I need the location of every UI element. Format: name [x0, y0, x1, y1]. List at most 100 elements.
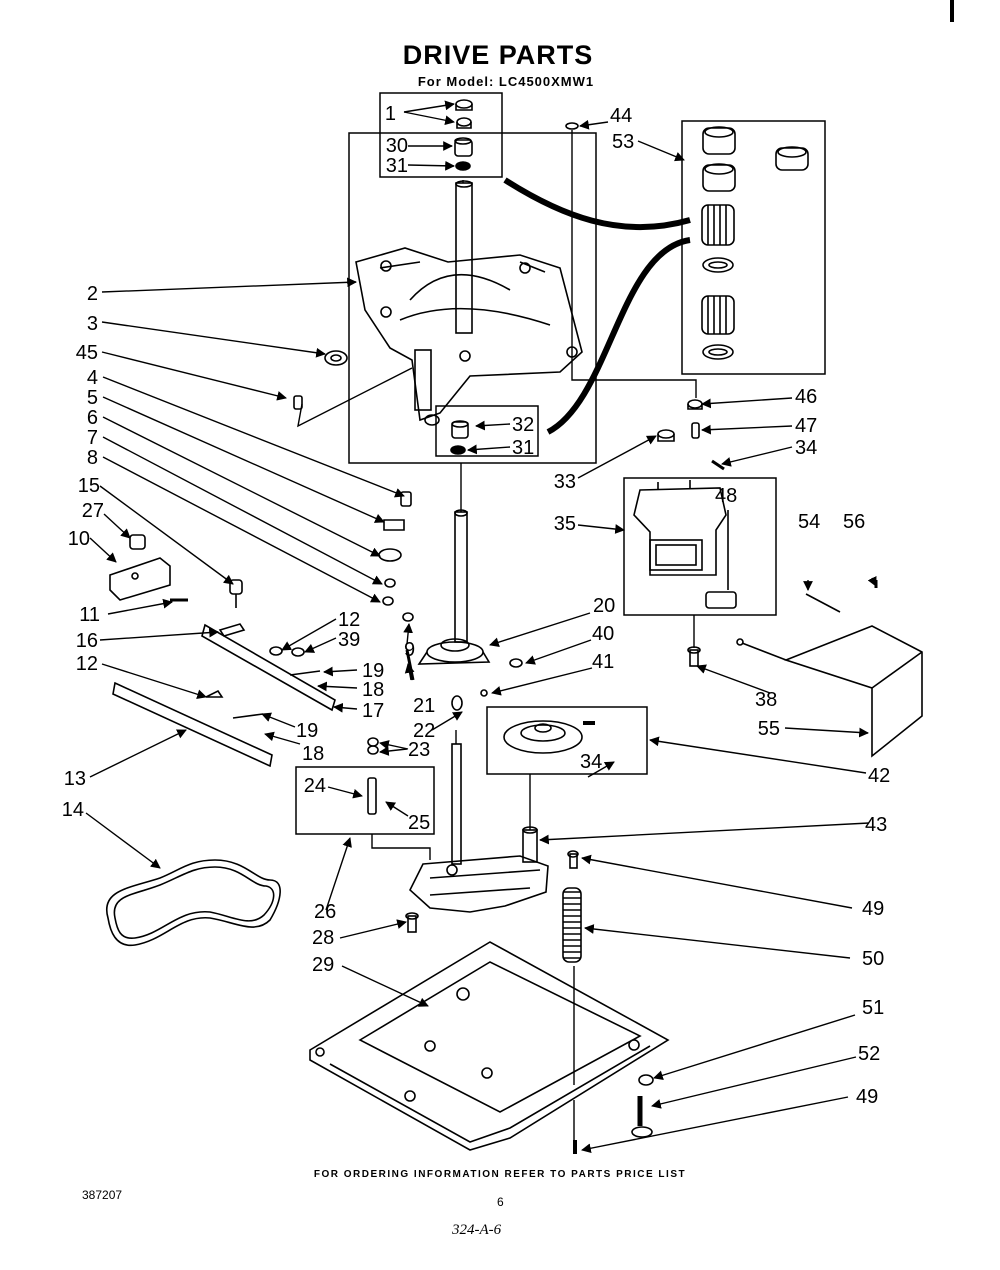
part-5	[383, 519, 405, 531]
label-part-15: 15	[78, 475, 100, 497]
pin-part-47	[691, 422, 700, 439]
part-12b	[205, 689, 224, 698]
label-part-24: 24	[304, 775, 326, 797]
label-part-41: 41	[592, 651, 614, 673]
agitator-shaft	[455, 180, 473, 334]
label-part-54: 54	[798, 511, 820, 533]
label-part-1: 1	[385, 103, 396, 125]
label-part-22: 22	[413, 720, 435, 742]
label-part-12: 12	[338, 609, 360, 631]
pin-part-45	[293, 395, 303, 410]
label-part-8: 8	[87, 447, 98, 469]
part-8	[382, 596, 394, 606]
coupling-part-46	[687, 399, 703, 410]
label-part-18b: 18	[302, 743, 324, 765]
washer-part-44	[565, 122, 579, 130]
part-12a	[269, 646, 283, 656]
pin-part-24-25	[367, 777, 377, 815]
label-part-49: 49	[862, 898, 884, 920]
switch-part-48	[705, 510, 737, 609]
belt-part-14	[105, 859, 281, 946]
label-part-32: 32	[512, 414, 534, 436]
model-subtitle: For Model: LC4500XMW1	[417, 74, 595, 89]
label-part-4: 4	[87, 367, 98, 389]
page-title: DRIVE PARTS	[402, 40, 594, 70]
part-19-18a	[289, 670, 321, 676]
label-part-46: 46	[795, 386, 817, 408]
label-part-38: 38	[755, 689, 777, 711]
label-part-19: 19	[362, 660, 384, 682]
label-part-51: 51	[862, 997, 884, 1019]
pump-motor-part-35	[633, 480, 727, 576]
label-part-27: 27	[82, 500, 104, 522]
label-part-7: 7	[87, 427, 98, 449]
label-part-21: 21	[413, 695, 435, 717]
bushing-part-32	[451, 420, 469, 439]
label-part-9: 9	[404, 639, 415, 661]
page-number: 6	[497, 1195, 504, 1209]
label-part-34b: 34	[580, 751, 602, 773]
box-pulley	[486, 706, 648, 775]
group-part-labels: 1 30 31 44 53 2 3 45 46 47 34 4 5 6 7 8 …	[62, 103, 891, 1108]
label-part-25: 25	[408, 812, 430, 834]
document-code: 387207	[82, 1188, 123, 1202]
washer-part-31b	[450, 445, 466, 455]
screw-part-34	[711, 459, 725, 471]
label-part-14: 14	[62, 799, 84, 821]
bearing-kit-part-53	[701, 126, 809, 360]
label-part-17: 17	[362, 700, 384, 722]
label-part-50: 50	[862, 948, 884, 970]
knob-part-27	[129, 534, 146, 550]
label-part-53: 53	[612, 131, 634, 153]
group-leaders	[85, 100, 877, 1154]
shield-part-55	[736, 593, 923, 758]
screw-part-38	[687, 646, 701, 667]
group-boxes	[295, 92, 826, 835]
label-part-6: 6	[87, 407, 98, 429]
label-part-5: 5	[87, 387, 98, 409]
part-7	[384, 578, 396, 588]
label-part-47: 47	[795, 415, 817, 437]
lower-shaft	[451, 743, 462, 865]
nut-part-40	[509, 658, 523, 668]
part-19-18b	[232, 713, 264, 719]
washer-part-41	[480, 689, 488, 697]
label-part-40: 40	[592, 623, 614, 645]
bolt-part-49-top	[567, 850, 579, 869]
group-connectors	[297, 130, 697, 1140]
handwritten-note: 324-A-6	[452, 1222, 502, 1238]
label-part-44: 44	[610, 105, 632, 127]
label-part-2: 2	[87, 283, 98, 305]
base-part-29	[309, 941, 670, 1151]
part-6	[378, 548, 402, 562]
foot-part-52	[631, 1096, 653, 1138]
label-part-19b: 19	[296, 720, 318, 742]
label-part-42: 42	[868, 765, 890, 787]
spring-part-50	[562, 887, 582, 963]
box-gearcase-kit	[348, 132, 597, 464]
label-part-35: 35	[554, 513, 576, 535]
label-part-31: 31	[386, 155, 408, 177]
label-part-20: 20	[593, 595, 615, 617]
spin-shaft	[454, 509, 468, 643]
clutch-part-20	[417, 638, 491, 665]
box-pump-motor	[623, 477, 777, 616]
box-pin-kit	[295, 766, 435, 835]
label-part-11: 11	[79, 604, 100, 626]
nut-part-51	[638, 1074, 654, 1086]
label-part-28: 28	[312, 927, 334, 949]
cap-part-1	[455, 99, 473, 129]
washer-part-31	[455, 161, 471, 171]
label-part-18: 18	[362, 679, 384, 701]
label-part-34: 34	[795, 437, 817, 459]
part-23	[367, 737, 379, 755]
ordering-note: FOR ORDERING INFORMATION REFER TO PARTS …	[313, 1169, 687, 1180]
label-part-39: 39	[338, 629, 360, 651]
label-part-13: 13	[64, 768, 86, 790]
label-part-52: 52	[858, 1043, 880, 1065]
part-39	[291, 647, 305, 657]
box-cap-kit	[379, 92, 503, 178]
label-part-3: 3	[87, 313, 98, 335]
